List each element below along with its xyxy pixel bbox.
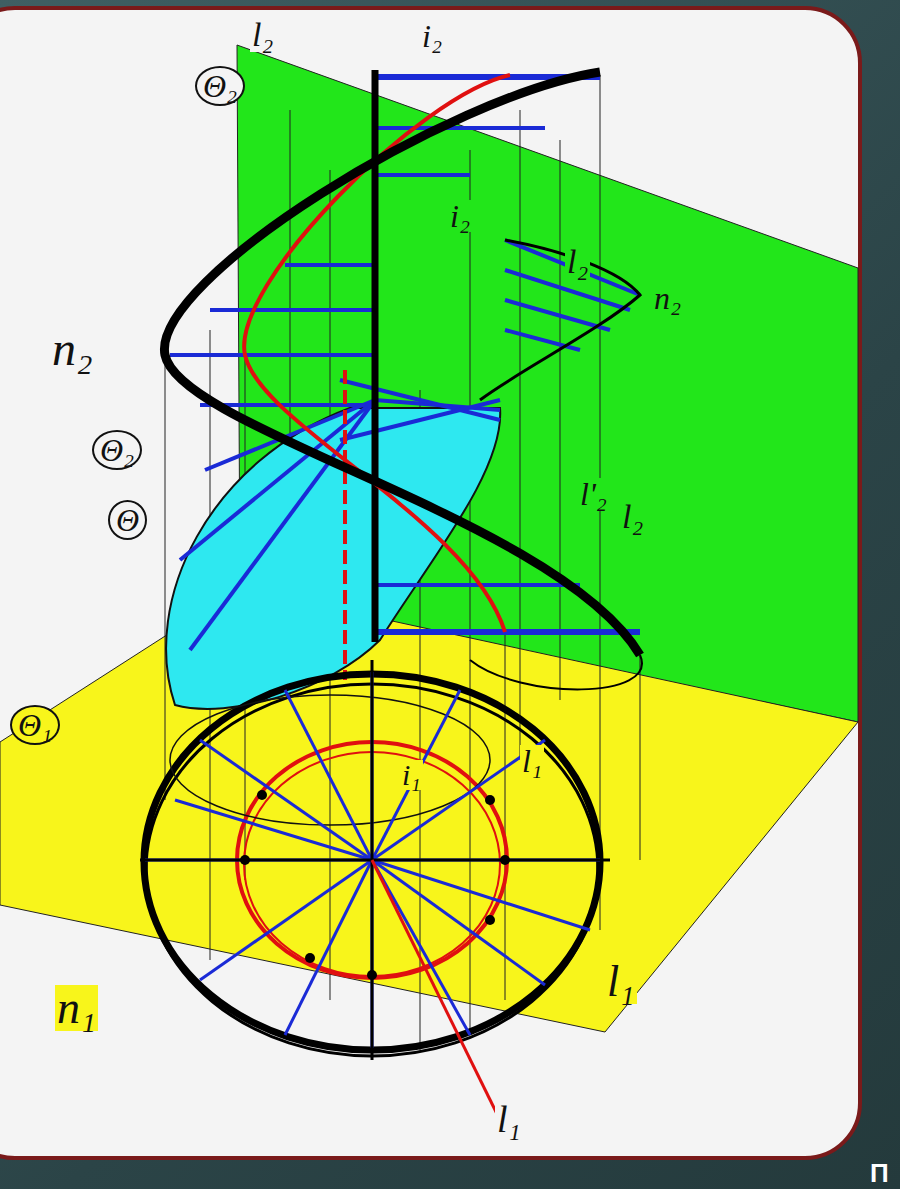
generator-lines <box>170 77 640 650</box>
point-label: l₁ <box>520 745 544 777</box>
point-label: Θ <box>108 500 147 540</box>
axis-projection <box>343 370 347 680</box>
point-label: l₁ <box>605 960 637 1004</box>
point-label: Θ₂ <box>195 66 245 106</box>
point-label: n₂ <box>652 282 683 314</box>
point-label: i₂ <box>420 20 444 52</box>
horizontal-projection <box>140 660 610 1120</box>
point-label: Θ₁ <box>10 705 60 745</box>
point-label: l₂ <box>565 245 590 279</box>
helix-back <box>470 655 642 689</box>
point-label: n₁ <box>55 985 98 1031</box>
point-label: n₂ <box>50 325 95 373</box>
point-label: i₁ <box>400 760 423 790</box>
panel <box>0 8 860 1158</box>
point-label: l'₂ <box>578 478 609 510</box>
horizontal-plane <box>0 588 858 1032</box>
point-label: l₁ <box>495 1100 523 1138</box>
point-label: i₂ <box>448 200 472 232</box>
projection-lines <box>165 75 640 1050</box>
point-label: l₂ <box>250 18 275 52</box>
helix-back <box>480 240 640 400</box>
point-label: l₂ <box>620 500 645 534</box>
point-label: Θ₂ <box>92 430 142 470</box>
outer-helix <box>164 72 640 655</box>
point-label: П <box>868 1160 891 1186</box>
